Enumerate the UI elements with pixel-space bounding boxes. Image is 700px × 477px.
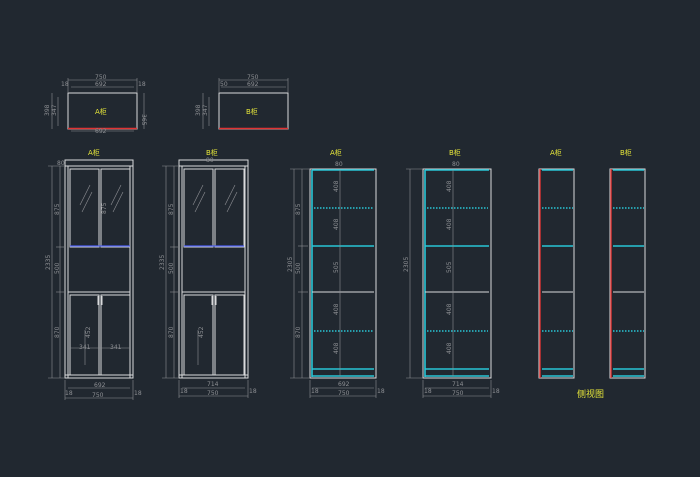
- front-b-lower-870: 870: [168, 326, 175, 338]
- front-b-upper-875: 875: [168, 203, 175, 215]
- interior-a-label: A柜: [330, 148, 342, 157]
- front-b-top-80: 80: [206, 157, 214, 164]
- front-b-bottom-18-left: 18: [180, 388, 188, 395]
- plan-a-label: A柜: [95, 107, 107, 116]
- front-view-a-doors: A柜 2335 875 500 870 875 452 341 341: [45, 148, 142, 400]
- front-a-drawer-341-left: 341: [79, 344, 91, 351]
- front-a-total-height: 2335: [45, 255, 52, 270]
- plan-a-depth-347: 347: [51, 104, 58, 116]
- plan-b-side-50: 50: [220, 81, 228, 88]
- front-a-bottom-18-left: 18: [65, 390, 73, 397]
- front-a-drawer-341-right: 341: [110, 344, 122, 351]
- side-view-a: A柜: [538, 148, 575, 379]
- front-a-bottom-750: 750: [92, 392, 104, 399]
- plan-a-side-18-left: 18: [61, 81, 69, 88]
- front-a-lower-870: 870: [54, 326, 61, 338]
- front-b-total-height: 2335: [159, 255, 166, 270]
- front-b-label: B柜: [206, 148, 218, 157]
- interior-b-408-2: 408: [446, 218, 453, 230]
- front-b-door-452: 452: [198, 326, 205, 338]
- front-a-door-452: 452: [85, 326, 92, 338]
- interior-b-bottom-18-left: 18: [424, 388, 432, 395]
- plan-b-inner-width: 692: [247, 81, 259, 88]
- interior-a-upper-875: 875: [295, 203, 302, 215]
- interior-a-408-2: 408: [333, 218, 340, 230]
- front-a-bottom-692: 692: [94, 382, 106, 389]
- interior-a-bottom-750: 750: [338, 390, 350, 397]
- interior-a-top-80: 80: [335, 161, 343, 168]
- plan-view-b: 750 692 50 398 347 B柜: [195, 74, 289, 130]
- plan-view-a: 750 692 692 18 18 398 347 365 A柜: [44, 74, 147, 135]
- plan-a-side-18-right: 18: [138, 81, 146, 88]
- front-b-bottom-750: 750: [207, 390, 219, 397]
- front-a-door-875: 875: [101, 202, 108, 214]
- front-b-bottom-18-right: 18: [249, 388, 257, 395]
- plan-a-bottom-width: 692: [95, 128, 107, 135]
- interior-a-bottom-18-left: 18: [311, 388, 319, 395]
- interior-b-bottom-750: 750: [452, 390, 464, 397]
- side-a-label: A柜: [550, 148, 562, 157]
- interior-a-bottom-18-right: 18: [377, 388, 385, 395]
- interior-a-bottom-692: 692: [338, 381, 350, 388]
- plan-a-width: 750: [95, 74, 107, 81]
- interior-b-505: 505: [446, 261, 453, 273]
- front-b-middle-500: 500: [168, 262, 175, 274]
- interior-b-408-1: 408: [446, 180, 453, 192]
- interior-view-b: B柜 408 408 505 408 408 2305 714 750 18 1…: [403, 148, 500, 398]
- plan-a-depth-365: 365: [140, 114, 147, 126]
- plan-b-label: B柜: [246, 107, 258, 116]
- front-view-b-doors: B柜 2335 875 500 870 452 714 750: [159, 148, 257, 398]
- interior-a-lower-870: 870: [295, 326, 302, 338]
- front-a-label: A柜: [88, 148, 100, 157]
- interior-a-total-height: 2305: [287, 257, 294, 272]
- interior-b-408-3: 408: [446, 303, 453, 315]
- interior-a-408-1: 408: [333, 180, 340, 192]
- front-a-upper-875: 875: [54, 203, 61, 215]
- side-view-caption: 侧视图: [577, 388, 604, 400]
- interior-b-bottom-18-right: 18: [492, 388, 500, 395]
- interior-b-bottom-714: 714: [452, 381, 464, 388]
- front-a-middle-500: 500: [54, 262, 61, 274]
- interior-b-label: B柜: [449, 148, 461, 157]
- side-view-b: B柜: [609, 148, 646, 379]
- plan-b-depth-398: 398: [195, 104, 202, 116]
- interior-b-total-height: 2305: [403, 257, 410, 272]
- side-b-label: B柜: [620, 148, 632, 157]
- plan-a-inner-width: 692: [95, 81, 107, 88]
- interior-a-middle-500: 500: [295, 262, 302, 274]
- interior-a-408-3: 408: [333, 303, 340, 315]
- interior-a-408-4: 408: [333, 342, 340, 354]
- front-a-bottom-18-right: 18: [134, 390, 142, 397]
- interior-view-a: A柜 408 408 505 408 408 2305 875 500 870 …: [287, 148, 385, 398]
- interior-b-top-80: 80: [452, 161, 460, 168]
- interior-a-505: 505: [333, 261, 340, 273]
- plan-b-width: 750: [247, 74, 259, 81]
- front-a-top-80: 80: [57, 160, 65, 167]
- front-b-bottom-714: 714: [207, 381, 219, 388]
- plan-b-depth-347: 347: [202, 104, 209, 116]
- interior-b-408-4: 408: [446, 342, 453, 354]
- plan-a-depth-398: 398: [44, 104, 51, 116]
